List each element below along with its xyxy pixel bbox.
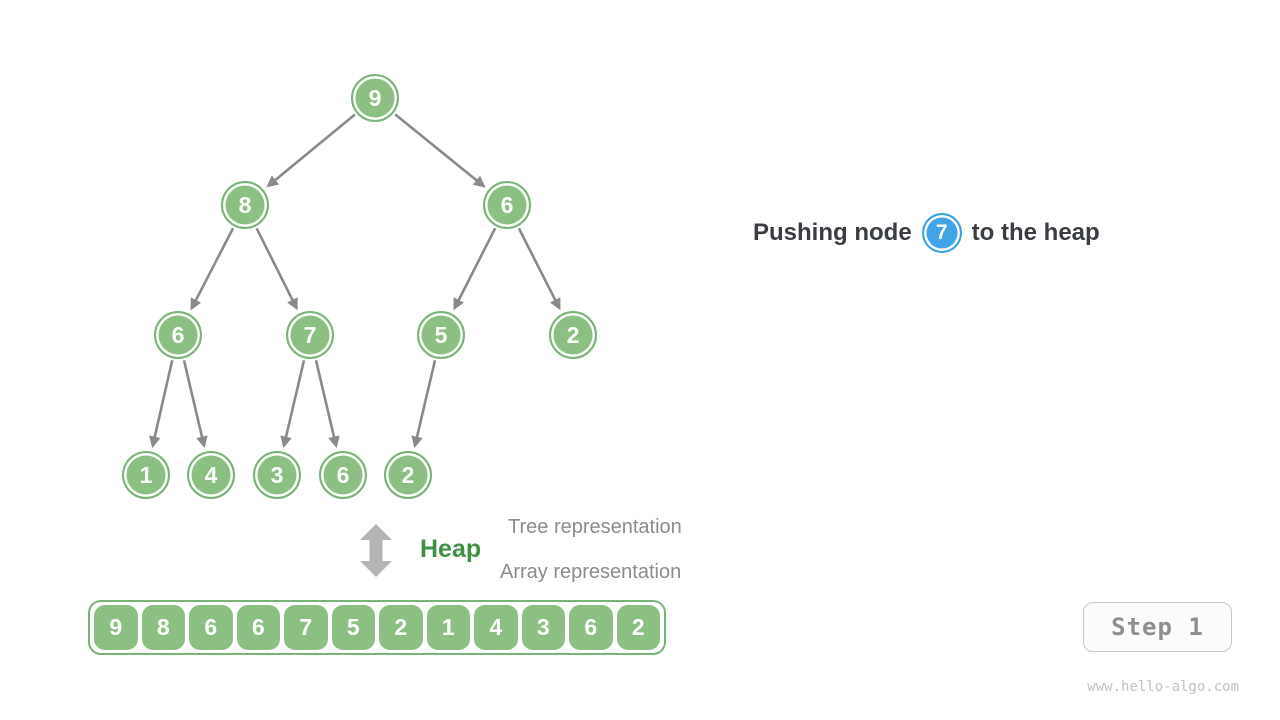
- tree-node: 2: [549, 311, 597, 359]
- array-representation-label: Array representation: [500, 561, 682, 583]
- tree-node: 6: [154, 311, 202, 359]
- heap-updown-arrow: [360, 524, 392, 577]
- array-cell: 4: [474, 605, 518, 650]
- array-cell: 2: [616, 605, 660, 650]
- array-cell: 5: [331, 605, 375, 650]
- tree-node: 2: [384, 451, 432, 499]
- array-cell: 6: [189, 605, 233, 650]
- tree-node-root: 9: [351, 74, 399, 122]
- tree-node: 7: [286, 311, 334, 359]
- caption-suffix: to the heap: [971, 219, 1100, 246]
- caption-prefix: Pushing node: [753, 219, 912, 246]
- heap-array: 9 8 6 6 7 5 2 1 4 3 6 2: [88, 600, 666, 655]
- array-cell: 1: [426, 605, 470, 650]
- array-cell: 8: [141, 605, 185, 650]
- tree-node: 5: [417, 311, 465, 359]
- pushed-node-badge: 7: [921, 213, 962, 253]
- tree-node: 6: [483, 181, 531, 229]
- tree-representation-label: Tree representation: [508, 516, 682, 538]
- tree-node: 4: [187, 451, 235, 499]
- array-cell: 2: [379, 605, 423, 650]
- watermark: www.hello-algo.com: [1087, 679, 1239, 695]
- tree-node: 1: [122, 451, 170, 499]
- heap-label: Heap: [420, 535, 482, 563]
- tree-node: 6: [319, 451, 367, 499]
- array-cell: 6: [236, 605, 280, 650]
- tree-node: 8: [221, 181, 269, 229]
- step-button[interactable]: Step 1: [1083, 602, 1232, 652]
- array-cell: 7: [284, 605, 328, 650]
- tree-node: 3: [253, 451, 301, 499]
- array-cell: 9: [94, 605, 138, 650]
- caption: Pushing node 7 to the heap: [753, 211, 1100, 255]
- array-cell: 3: [521, 605, 565, 650]
- array-cell: 6: [569, 605, 613, 650]
